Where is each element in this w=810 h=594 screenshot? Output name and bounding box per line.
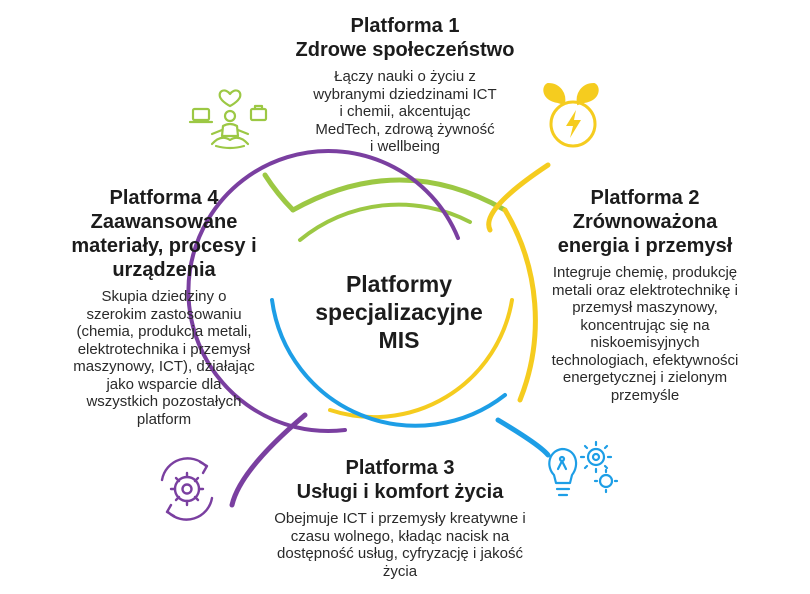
platform-1-description: Łączy nauki o życiu z wybranymi dziedzin… (313, 68, 497, 155)
platform-3-description: Obejmuje ICT i przemysły kreatywne i cza… (274, 510, 526, 580)
platform-3: Platforma 3 Usługi i komfort życia Obejm… (220, 456, 580, 580)
platform-2-title: Platforma 2 Zrównoważona energia i przem… (557, 187, 733, 257)
gear-cycle-icon (160, 457, 214, 521)
platform-2-description: Integruje chemię, produkcję metali oraz … (551, 264, 739, 404)
arc-platform-2b (502, 207, 538, 403)
platform-4-description: Skupia dziedziny o szerokim zastosowaniu… (73, 288, 255, 428)
arc-platform-3 (495, 417, 551, 458)
platform-2: Platforma 2 Zrównoważona energia i przem… (530, 186, 760, 404)
arc-platform-1b (290, 177, 508, 213)
platform-1: Platforma 1 Zdrowe społeczeństwo Łączy n… (245, 14, 565, 156)
inner-arc-blue (270, 298, 507, 428)
inner-arc-purple (186, 148, 460, 433)
platform-4-title: Platforma 4 Zaawansowane materiały, proc… (71, 187, 257, 281)
platform-1-title: Platforma 1 Zdrowe społeczeństwo (295, 15, 515, 61)
wellbeing-meditation-icon (188, 89, 268, 150)
green-energy-icon (543, 82, 599, 148)
lightbulb-gears-icon (548, 440, 619, 497)
center-title: Platformy specjalizacyjne MIS (315, 271, 483, 353)
platform-3-title: Platforma 3 Usługi i komfort życia (296, 457, 504, 503)
arc-platform-2 (486, 162, 551, 233)
inner-arc-green (298, 202, 472, 242)
platform-4: Platforma 4 Zaawansowane materiały, proc… (48, 186, 280, 428)
